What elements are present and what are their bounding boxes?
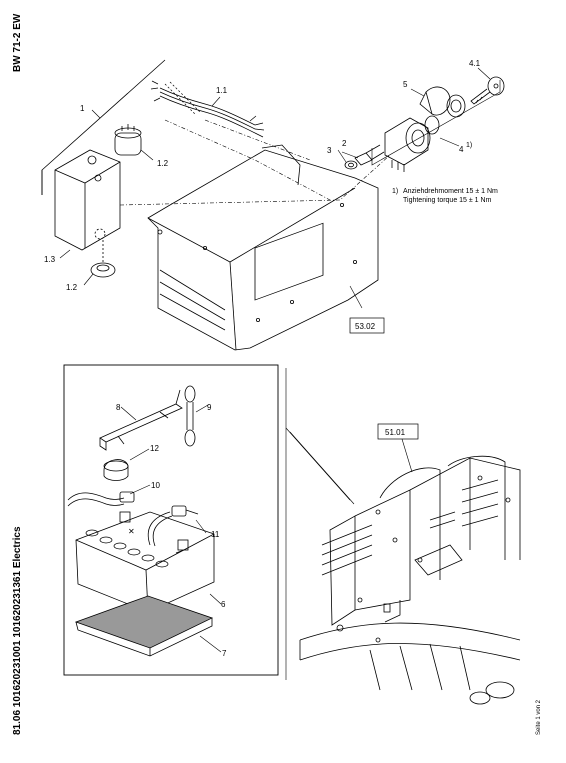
wire-harness <box>150 80 265 138</box>
callout-1-2-top: 1.2 <box>157 159 169 168</box>
callout-1: 1 <box>80 104 85 113</box>
svg-text:✕: ✕ <box>128 527 135 536</box>
machine-frame <box>299 455 521 705</box>
callout-1-2-bottom: 1.2 <box>66 283 78 292</box>
callout-1-1: 1.1 <box>216 86 228 95</box>
torque-note-marker: 1) <box>392 188 398 195</box>
callouts-upper: 1 1.1 1.2 1.3 1.2 2 3 5 4.1 4 1) <box>44 59 481 292</box>
callout-11: 11 <box>211 530 220 539</box>
callout-8: 8 <box>116 403 121 412</box>
terminal-cover <box>103 459 129 481</box>
callout-2: 2 <box>342 139 347 148</box>
relay-box <box>54 149 121 251</box>
callout-5: 5 <box>403 80 408 89</box>
screw <box>354 144 385 166</box>
ground-cable <box>67 491 135 507</box>
battery-detail-frame <box>63 364 279 676</box>
ignition-key <box>470 76 505 105</box>
reference-box-lower: 51.01 <box>377 423 419 473</box>
callout-1-3: 1.3 <box>44 255 56 264</box>
callout-12: 12 <box>150 444 159 453</box>
callout-4-1: 4.1 <box>469 59 481 68</box>
section-divider <box>285 368 355 680</box>
ignition-switch <box>384 117 431 172</box>
reference-box-upper: 53.02 <box>349 317 385 334</box>
battery-strap <box>184 385 196 447</box>
battery: ✕ <box>75 505 215 613</box>
connector-plug <box>114 124 142 156</box>
control-panel-housing <box>147 144 379 351</box>
callouts-battery: 8 9 12 10 11 6 7 <box>116 403 227 658</box>
callout-3: 3 <box>327 146 332 155</box>
battery-mat <box>74 595 214 657</box>
callout-7: 7 <box>222 649 227 658</box>
callout-9: 9 <box>207 403 212 412</box>
callout-4-footnote: 1) <box>466 142 472 149</box>
group-1-bracket <box>41 59 166 195</box>
callout-10: 10 <box>151 481 160 490</box>
reference-51-01: 51.01 <box>385 428 406 437</box>
torque-note-de: Anziehdrehmoment 15 ± 1 Nm <box>403 188 498 195</box>
assembly-lines <box>119 119 391 206</box>
grommet <box>90 240 116 278</box>
torque-note-en: Tightening torque 15 ± 1 Nm <box>403 197 492 204</box>
dust-cap <box>419 86 451 135</box>
leader-lines-upper <box>59 67 491 309</box>
washer <box>344 160 358 170</box>
leader-lines-battery <box>120 404 222 653</box>
torque-note: 1) Anziehdrehmoment 15 ± 1 Nm Tightening… <box>392 188 498 204</box>
reference-53-02: 53.02 <box>355 322 376 331</box>
callout-4: 4 <box>459 145 464 154</box>
group-4-bracket <box>371 80 501 166</box>
hold-down-bracket <box>99 389 183 451</box>
callout-6: 6 <box>221 600 226 609</box>
